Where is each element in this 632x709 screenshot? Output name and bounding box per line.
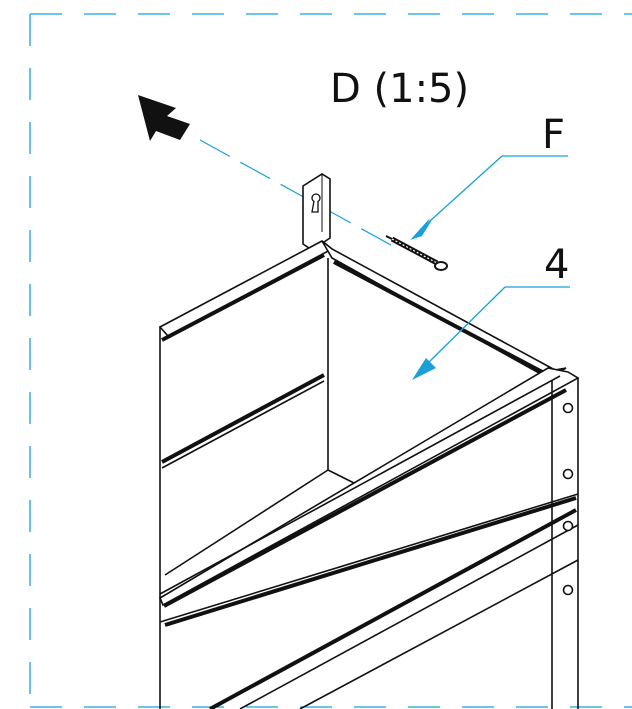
detail-title: D (1:5) [330, 66, 469, 112]
alignment-line [199, 139, 401, 251]
callout-4-label: 4 [544, 242, 569, 288]
panel-screw-icon [562, 468, 574, 480]
callout-f: F [410, 112, 568, 240]
detail-border [29, 13, 632, 709]
callout-f-label: F [542, 112, 565, 158]
panel-screw-icon [562, 520, 574, 532]
callout-4: 4 [412, 242, 570, 380]
panel-screw-icon [562, 584, 574, 596]
screw-f [385, 235, 448, 271]
wall-bracket [302, 173, 331, 251]
panel-screw-icon [562, 402, 574, 414]
panel-screws [562, 402, 574, 596]
box-body [158, 240, 580, 709]
arrow-up-left-icon [138, 95, 190, 141]
